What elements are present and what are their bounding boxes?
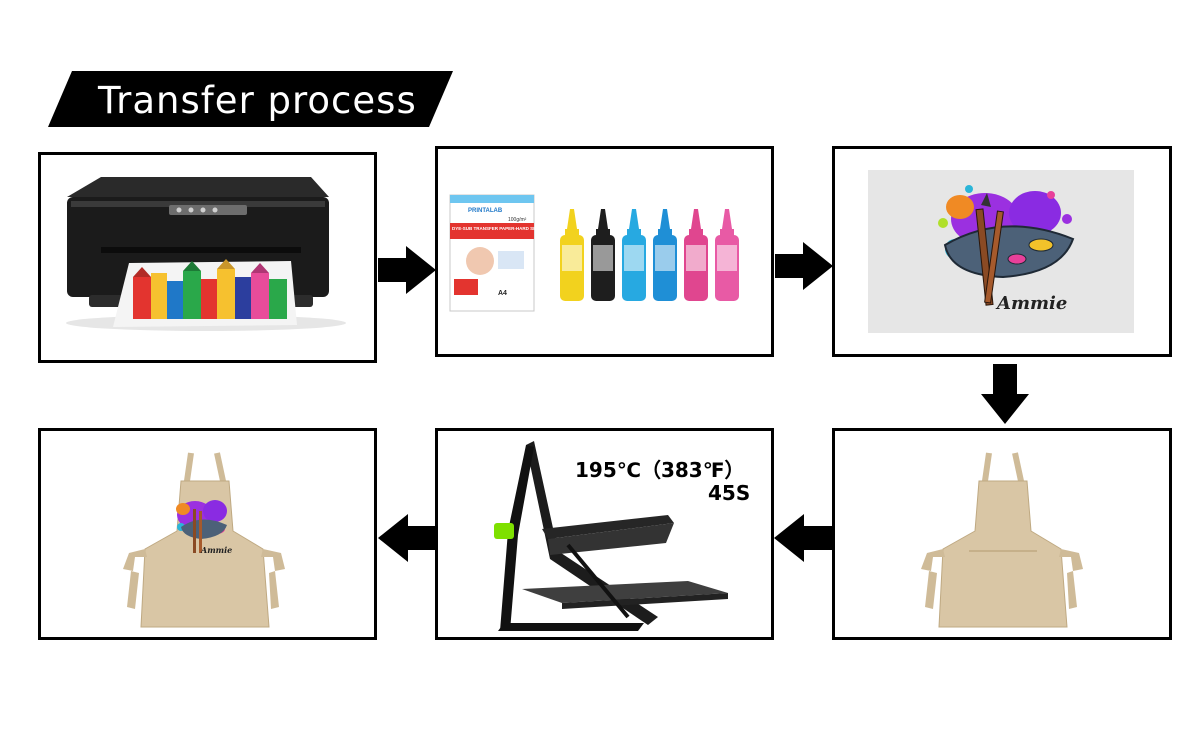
paper-brand-text: PRINTALAB: [468, 208, 503, 214]
step-artwork-box: Ammie: [832, 146, 1172, 357]
step-blank-apron-box: [832, 428, 1172, 640]
arrow-right-1: [378, 246, 438, 299]
artwork-signature: Ammie: [995, 293, 1067, 314]
ink-bottle: [653, 209, 677, 301]
printer-illustration: [41, 155, 374, 360]
paper-weight-text: 100g/m²: [508, 217, 527, 223]
paper-size-text: A4: [498, 290, 507, 297]
arrow-down-1: [981, 364, 1029, 431]
arrow-right-2: [775, 242, 835, 295]
ink-bottle: [622, 209, 646, 301]
ink-bottle: [560, 209, 584, 301]
heat-press-temperature: 195℃（383℉）: [575, 454, 744, 483]
step-printer-box: [38, 152, 377, 363]
printed-apron-signature: Ammie: [200, 545, 232, 555]
arrow-left-2: [376, 514, 436, 567]
ink-bottles: [560, 209, 739, 301]
paper-title-text: DYE-SUB TRANSFER PAPER-HARD SERIES: [452, 226, 547, 231]
heat-press-time: 45S: [708, 481, 750, 505]
consumables-illustration: PRINTALAB DYE-SUB TRANSFER PAPER-HARD SE…: [438, 149, 771, 354]
ink-bottle: [684, 209, 708, 301]
artwork-illustration: Ammie: [835, 149, 1169, 354]
title-banner: Transfer process: [48, 71, 453, 127]
ink-bottle: [591, 209, 615, 301]
step-printed-apron-box: Ammie: [38, 428, 377, 640]
blank-apron-illustration: [835, 431, 1169, 637]
step-heat-press-box: 195℃（383℉） 45S: [435, 428, 774, 640]
ink-bottle: [715, 209, 739, 301]
step-consumables-box: PRINTALAB DYE-SUB TRANSFER PAPER-HARD SE…: [435, 146, 774, 357]
page-title: Transfer process: [98, 79, 417, 122]
printed-apron-illustration: Ammie: [41, 431, 374, 637]
arrow-left-1: [772, 514, 832, 567]
